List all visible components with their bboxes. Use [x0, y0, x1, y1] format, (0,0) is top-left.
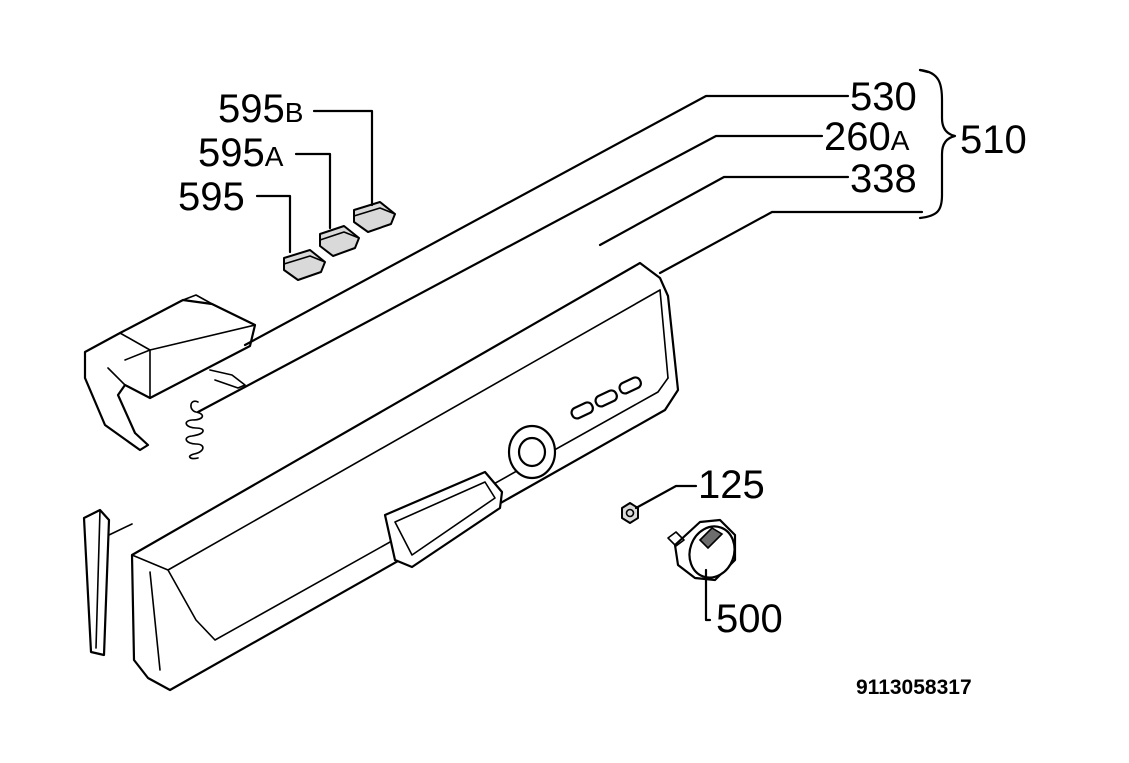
trim-guide-line [108, 523, 133, 536]
leader-338 [598, 175, 850, 247]
leader-lines [196, 68, 957, 622]
knob-socket [507, 424, 557, 480]
button-openings [570, 376, 642, 420]
knob [667, 518, 737, 582]
assembly-brace [918, 68, 957, 220]
leader-530 [243, 94, 850, 347]
label-595b: 595B [218, 87, 303, 131]
label-260a: 260A [824, 115, 910, 159]
push-button-595a [319, 225, 360, 257]
part-labels: 530 260A 338 510 595B 595A 595 125 500 9… [178, 75, 1027, 699]
label-595: 595 [178, 175, 245, 219]
label-595a: 595A [198, 131, 284, 175]
leader-500 [704, 568, 712, 622]
document-number: 9113058317 [856, 676, 972, 699]
label-125: 125 [698, 463, 765, 507]
leader-595b [312, 109, 374, 207]
side-trim-strip [82, 508, 111, 657]
label-530: 530 [850, 75, 917, 119]
leader-125 [634, 484, 698, 510]
leader-595a [294, 152, 332, 230]
control-panel-front [130, 261, 680, 692]
control-panel-upper-part [83, 294, 257, 452]
label-338: 338 [850, 157, 917, 201]
leader-595 [255, 194, 292, 254]
label-510: 510 [960, 118, 1027, 162]
display-window [383, 470, 504, 569]
leader-510-base [658, 210, 924, 275]
nut [621, 502, 639, 524]
push-button-595 [283, 249, 326, 281]
push-button-595b [353, 201, 396, 233]
leader-260a [196, 134, 824, 414]
label-500: 500 [716, 597, 783, 641]
